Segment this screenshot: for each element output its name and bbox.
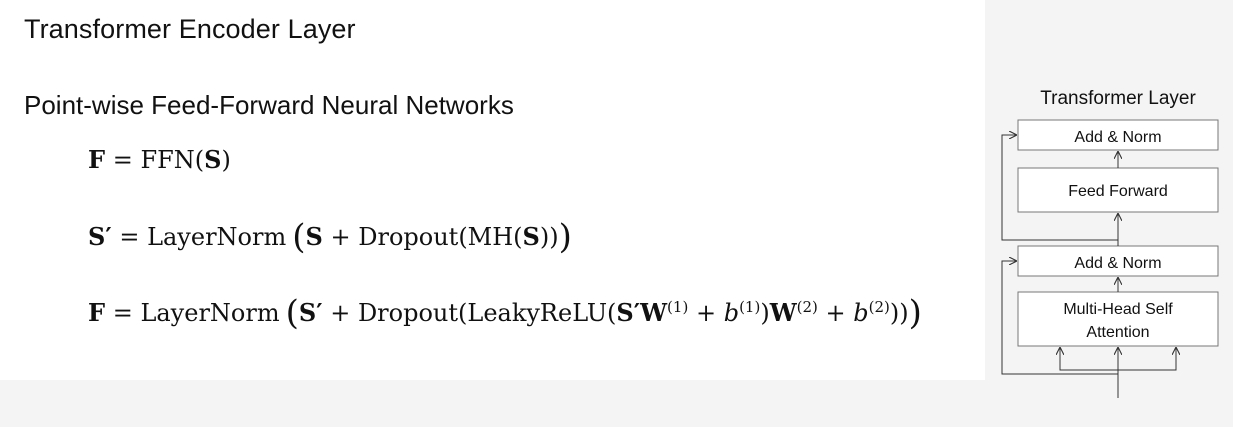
eq3-plus1: + (330, 299, 351, 327)
eq3-lhs: F (88, 298, 106, 327)
eq2-dropout: Dropout(MH( (358, 223, 523, 251)
eq3-sup2: (2) (796, 298, 818, 316)
bottom-add-norm-label: Add & Norm (1074, 255, 1161, 272)
eq3-s-prime: S′ (298, 298, 323, 327)
transformer-layer-diagram: Transformer Layer Add & Norm Feed Forwar… (1001, 88, 1219, 398)
eq3-dropout: Dropout(LeakyReLU( (357, 299, 617, 327)
eq3-sw: S′W (616, 298, 668, 327)
diagram-title: Transformer Layer (1040, 88, 1196, 109)
eq2-plus: + (330, 223, 351, 251)
equation-layernorm-mh: S′ = LayerNorm(S + Dropout(MH(S))) (88, 214, 572, 257)
eq2-s: S (305, 222, 323, 251)
eq3-sup1: (1) (667, 298, 689, 316)
equation-ffn: F = FFN(S) (88, 145, 231, 174)
eq2-close: )) (539, 223, 559, 251)
mhsa-label-line1: Multi-Head Self (1063, 301, 1173, 318)
eq1-ffn: FFN( (140, 146, 205, 174)
eq2-equals: = (119, 223, 140, 251)
feed-forward-box (1017, 167, 1219, 213)
slide-title: Transformer Encoder Layer (24, 14, 356, 44)
residual-arrow-top (1001, 135, 1118, 241)
eq2-lhs: S′ (88, 222, 112, 251)
eq1-arg: S (204, 145, 222, 174)
eq2-layernorm: LayerNorm (147, 223, 287, 251)
feed-forward-label: Feed Forward (1068, 183, 1168, 200)
eq3-right-paren: ) (908, 293, 922, 333)
residual-arrow-bottom (1001, 261, 1118, 375)
eq3-plus3: + (825, 299, 846, 327)
eq3-b2: b (853, 299, 869, 327)
slide-subtitle: Point-wise Feed-Forward Neural Networks (24, 90, 514, 120)
input-arrow-left (1060, 348, 1118, 371)
eq3-b1: b (723, 299, 740, 327)
eq3-bsup1: (1) (739, 298, 761, 316)
eq1-lhs: F (88, 145, 106, 174)
eq3-close1: ) (760, 299, 770, 327)
eq1-close: ) (221, 146, 231, 174)
eq3-equals: = (112, 299, 133, 327)
eq3-bsup2: (2) (868, 298, 890, 316)
multi-head-attention-box (1017, 291, 1219, 347)
top-add-norm-label: Add & Norm (1074, 129, 1161, 146)
equation-layernorm-ffn: F = LayerNorm(S′ + Dropout(LeakyReLU(S′W… (88, 290, 922, 333)
eq2-arg: S (522, 222, 540, 251)
top-add-norm-box (1017, 119, 1219, 151)
eq3-plus2: + (695, 299, 717, 327)
eq3-close2: )) (889, 299, 909, 327)
eq2-left-paren: ( (292, 217, 306, 257)
input-arrow-right (1118, 348, 1176, 371)
slide-panel: Transformer Encoder Layer Point-wise Fee… (0, 0, 985, 380)
eq2-right-paren: ) (558, 217, 572, 257)
mhsa-label-line2: Attention (1086, 324, 1149, 341)
eq3-w2: W (769, 298, 797, 327)
eq3-left-paren: ( (285, 293, 299, 333)
eq3-layernorm: LayerNorm (140, 299, 280, 327)
eq1-equals: = (112, 146, 133, 174)
